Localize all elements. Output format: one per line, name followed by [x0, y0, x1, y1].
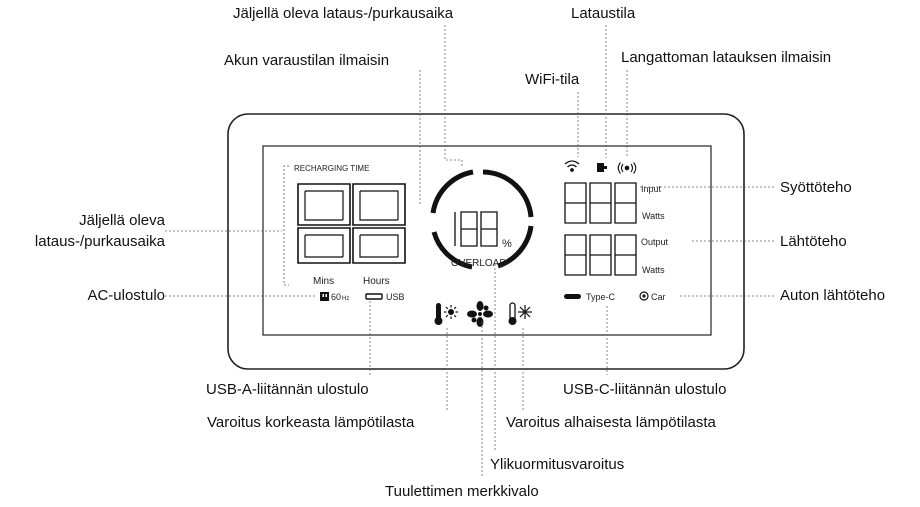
big-digit-2-inner [359, 190, 399, 258]
high-temperature-icon [434, 303, 458, 325]
ac-frequency-unit: Hz [342, 296, 349, 302]
battery-segment-1 [482, 169, 534, 218]
callout-overload-warning: Ylikuormitusvaroitus [490, 456, 625, 473]
wireless-charging-icon [617, 162, 637, 174]
callout-remaining-time-top: Jäljellä oleva lataus-/purkausaika [233, 5, 454, 22]
big-digit-2 [352, 183, 406, 264]
hours-label: Hours [363, 276, 390, 287]
device-frame [227, 113, 745, 370]
callout-high-temp-warning: Varoitus korkeasta lämpötilasta [207, 414, 415, 431]
leader-lines [165, 25, 776, 478]
wifi-icon [564, 160, 580, 172]
fan-icon [467, 301, 493, 327]
type-c-label: Type-C [586, 292, 616, 302]
output-watts-label: Watts [642, 265, 665, 275]
input-digits [564, 182, 637, 224]
callout-remaining-time-left-line1: Jäljellä oleva [79, 212, 165, 229]
percent-digit-ones [480, 211, 498, 247]
callout-battery-indicator: Akun varaustilan ilmaisin [224, 52, 390, 69]
battery-segment-2 [497, 225, 534, 269]
usb-a-port-icon [365, 293, 383, 300]
callout-car-output: Auton lähtöteho [780, 287, 886, 304]
output-label: Output [641, 237, 669, 247]
callout-remaining-time-left-line2: lataus-/purkausaika [34, 233, 165, 250]
car-port-icon [639, 291, 649, 301]
percent-sign: % [502, 238, 512, 250]
big-time-digits [297, 183, 406, 264]
big-digit-1-inner [304, 190, 344, 258]
ac-frequency-value: 60 [331, 292, 341, 302]
callout-ac-output: AC-ulostulo [87, 287, 165, 304]
battery-segment-4 [430, 169, 474, 214]
callout-usb-c-output: USB-C-liitännän ulostulo [563, 381, 727, 398]
ac-outlet-icon [320, 292, 329, 301]
callout-input-power: Syöttöteho [780, 179, 852, 196]
recharging-bracket [283, 165, 289, 286]
recharging-time-label: RECHARGING TIME [294, 164, 369, 173]
car-label: Car [651, 292, 666, 302]
usb-c-port-icon [564, 294, 581, 299]
low-temperature-icon [508, 302, 532, 325]
callout-charging-status: Lataustila [571, 5, 636, 22]
usb-label: USB [386, 292, 405, 302]
battery-segment-3 [431, 231, 473, 270]
charging-status-icon [597, 163, 607, 172]
overload-label: OVERLOAD [451, 258, 507, 269]
callout-low-temp-warning: Varoitus alhaisesta lämpötilasta [506, 414, 716, 431]
callout-wifi-status: WiFi-tila [525, 71, 580, 88]
callout-wireless-charging: Langattoman latauksen ilmaisin [621, 49, 832, 66]
lcd-panel [262, 145, 712, 336]
percent-digit-tens [460, 211, 478, 247]
callout-output-power: Lähtöteho [780, 233, 847, 250]
input-watts-label: Watts [642, 211, 665, 221]
callout-fan-indicator: Tuulettimen merkkivalo [385, 483, 539, 500]
percent-digits [454, 211, 498, 247]
big-digit-1 [297, 183, 351, 264]
input-label: Input [641, 184, 662, 194]
callout-usb-a-output: USB-A-liitännän ulostulo [206, 381, 369, 398]
mins-label: Mins [313, 276, 334, 287]
output-digits [564, 234, 637, 276]
battery-ring [430, 169, 534, 270]
